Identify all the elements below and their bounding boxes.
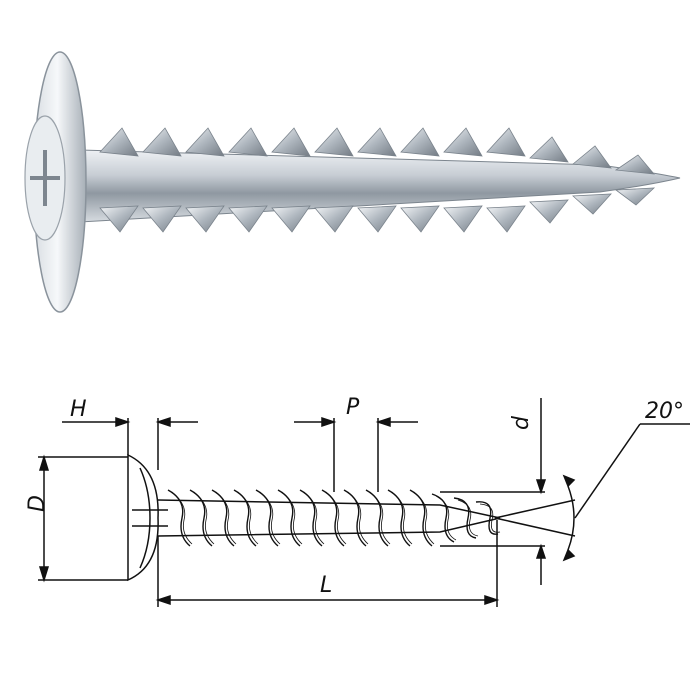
drawing-thread-coil [193,491,215,545]
drawing-slot [132,509,168,527]
drawing-thread-coil [413,491,435,545]
photo-thread-bottom [99,187,656,233]
drawing-thread-coil [369,491,391,545]
photo-thread-crest [529,199,569,224]
photo-thread-crest [572,193,612,215]
drawing-thread-coils [167,489,501,547]
drawing-head-inner [139,467,151,569]
photo-thread-crest [99,205,139,233]
photo-thread-crest [228,205,268,233]
drawing-thread-coil [215,491,237,545]
screw-photo [24,51,681,313]
photo-thread-crest [142,127,182,157]
label-D: D [25,495,50,512]
label-H: H [70,397,87,422]
drawing-thread-coil [457,499,479,537]
drawing-thread-coil [237,491,259,545]
drawing-thread-coil [325,491,347,545]
drawing-thread-coil [479,503,501,533]
label-P: P [346,395,360,420]
drawing-thread-coil [303,491,325,545]
photo-thread-crest [185,205,225,233]
photo-thread-crest [400,127,440,157]
photo-thread-crest [486,205,526,233]
photo-thread-crest [443,127,483,157]
dim-d [440,398,547,585]
dim-L [155,520,500,607]
drawing-thread-coil [281,491,303,545]
photo-thread-crest [99,127,139,157]
drawing-shank [157,499,501,537]
photo-thread-crest [142,205,182,233]
photo-thread-crest [486,127,526,157]
drawing-thread-coil [347,491,369,545]
photo-thread-crest [572,145,612,169]
photo-thread-top [99,127,655,175]
drawing-thread-coil [475,501,499,535]
drawing-thread-coil [435,495,457,541]
photo-thread-crest [357,127,397,157]
photo-thread-crest [314,127,354,157]
label-d: d [509,415,534,430]
label-L: L [320,573,332,598]
screw-drawing [38,398,690,607]
drawing-thread-coil [259,491,281,545]
photo-thread-crest [529,136,569,163]
photo-thread-crest [271,127,311,157]
dim-P [294,416,418,492]
drawing-thread-coil [391,491,413,545]
photo-thread-crest [614,187,656,206]
label-tip-angle: 20° [645,399,684,424]
photo-thread-crest [443,205,483,233]
photo-thread-crest [357,205,397,233]
drawing-thread-coil [453,497,477,539]
photo-thread-crest [314,205,354,233]
photo-thread-crest [614,154,655,175]
phillips-slot-icon [30,150,60,206]
photo-thread-crest [271,205,311,233]
dim-tip-angle [494,423,690,562]
dim-D [38,454,128,583]
drawing-thread-coil [171,491,193,545]
dim-H [62,416,198,470]
photo-thread-crest [228,127,268,157]
drawing-head [127,453,159,582]
photo-thread-crest [400,205,440,233]
photo-thread-crest [185,127,225,157]
